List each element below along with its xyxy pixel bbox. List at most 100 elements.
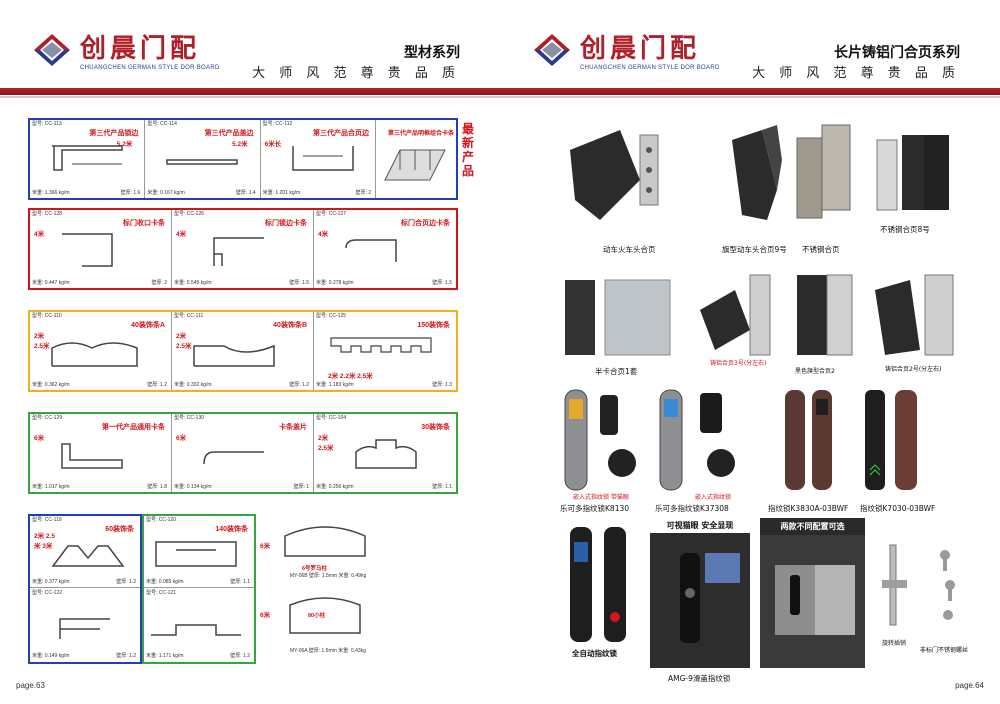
thickness: 壁厚: 1 [293,484,309,490]
brand-name-en: CHUANGCHEN GERMAN STYLE DOR BOARD [580,65,720,71]
profile-cell: 型号: CC-128 标门收口卡条 4米 米重: 0.447 kg/m 壁厚: … [30,210,172,288]
brand-name: 创晨门配 [580,34,701,64]
weight: 米重: 1.183 kg/m [316,382,354,388]
model-no: 型号: CC-121 [146,590,177,596]
length-label: 5.2米 [116,141,133,148]
product-caption: 半卡合页1套 [595,367,638,376]
product-caption: 旗型动车头合页9号 [722,245,787,254]
hinge-train-head-image [570,130,659,220]
brand-name-en: CHUANGCHEN GERMAN STYLE DOR BOARD [80,65,220,71]
profile-name: 140装饰条 [215,526,248,533]
profile-drawing [166,159,239,165]
profile-name: 6号罗马柱 [302,566,328,572]
length-label: 6米 [34,435,45,442]
thickness: 壁厚: 1.1 [230,579,250,585]
lock-caption: 指纹锁K7030-03BWF [860,504,936,513]
model-no: 型号: CC-128 [32,211,63,217]
profile-cell: 型号: CC-121 米重: 1.171 kg/m 壁厚: 1.2 [144,589,254,661]
accessory-caption: 非标门不锈钢螺丝 [920,647,969,654]
profile-drawing [284,526,366,557]
profile-cell: 型号: CC-113 第三代产品锁边 5.2米 米重: 1.366 kg/m 壁… [30,120,146,198]
thickness: 壁厚: 2 [355,190,371,196]
series-title: 型材系列 [404,45,460,61]
thickness: 壁厚: 1.5 [289,280,309,286]
profile-cell-combo: 第三代产品明框组合卡条 [376,120,456,198]
profile-3d-drawing [384,149,446,181]
thickness: 壁厚: 1.2 [289,382,309,388]
product-caption: 不锈钢合页8号 [880,225,930,234]
profile-cell: 型号: CC-104 30装饰条 2米 2.5米 米重: 0.256 kg/m … [314,414,456,492]
profile-name: 60装饰条 [105,526,134,533]
hinge-half-card-image [565,279,671,356]
weight: 米重: 1.201 kg/m [262,190,301,196]
left-page: 创晨门配 CHUANGCHEN GERMAN STYLE DOR BOARD 型… [0,33,500,690]
weight: 米重: 0.085 kg/m [146,579,184,585]
profile-drawing [51,545,125,567]
profile-drawing [330,337,432,353]
lock-k37308-image [659,389,735,491]
weight: 米重: 0.377 kg/m [32,579,70,585]
profile-name: 150装饰条 [417,322,450,329]
profile-name: 80小柱 [308,613,326,619]
product-caption: 铸铝合页3号(分左右) [710,360,767,367]
thickness: 壁厚: 1.2 [147,382,167,388]
model-no: 型号: CC-104 [316,415,347,421]
profile-cell: 6米 6号罗马柱 MY-06B 壁厚: 1.5mm 米重: 0.49kg [260,516,380,588]
profile-name: 40装饰条A [131,322,165,329]
profile-cell: 6米 80小柱 MY-06A 壁厚: 1.5mm 米重: 0.43kg [260,589,380,661]
length-label: 6米 [260,543,271,550]
model-no: 型号: CC-122 [32,590,63,596]
slide-lock-panel: 可视猫眼 安全显现 [650,518,750,668]
length-label: 4米 [34,231,45,238]
profile-cell: 型号: CC-120 140装饰条 米重: 0.085 kg/m 壁厚: 1.1 [144,516,254,588]
blue-box [28,514,142,664]
lock-note: 嵌入式指纹锁 带猫眼 [573,494,629,501]
product-caption: 不锈钢合页 [802,245,840,254]
lock-caption: 乐可多指纹锁K8130 [560,504,630,513]
logo-mark-icon [34,33,70,66]
config-lock-image [775,565,855,635]
thickness: 壁厚: 1.2 [116,653,136,659]
profile-name: 第三代产品锁边 [89,130,139,137]
profile-cell: 型号: CC-114 第三代产品盖边 5.2米 米重: 0.167 kg/m 壁… [145,120,261,198]
thickness: 壁厚: 1.8 [147,484,167,490]
profile-drawing [51,342,138,367]
hinge-cast-3-image [700,274,771,356]
length-label: 4米 [318,231,329,238]
slogan: 大 师 风 范 尊 贵 品 质 [252,66,460,81]
profile-name: 标门收口卡条 [123,220,165,227]
brand-name: 创晨门配 [80,34,201,64]
profile-cell: 型号: CC-122 米重: 0.149 kg/m 壁厚: 1.2 [30,589,140,661]
profile-drawing [151,624,241,636]
lock-caption: 指纹锁K3830A-03BWF [768,504,849,513]
header-rule [0,96,500,98]
lock-k8130-image [564,389,636,491]
profile-name: 第三代产品盖边 [204,130,254,137]
profile-drawing [289,597,361,634]
hinge-stainless-8-image [876,135,949,211]
hinge-flag-9-image [732,125,782,220]
weight: 米重: 1.017 kg/m [32,484,70,490]
profile-name: 标门锁边卡条 [265,220,307,227]
slogan: 大 师 风 范 尊 贵 品 质 [752,66,960,81]
screws-image [940,550,955,620]
profile-name: 第一代产品通用卡条 [102,424,165,431]
profile-drawing [193,344,275,367]
header-rule [500,96,1000,98]
profile-drawing [203,451,264,465]
config-panel: 两款不同配置可选 [760,518,865,668]
profile-cell: 型号: CC-125 150装饰条 2米 2.2米 2.5米 米重: 1.183… [314,312,456,390]
profile-group-3: 型号: CC-110 40装饰条A 2米 2.5米 米重: 0.362 kg/m… [28,310,458,392]
profile-group-1: 型号: CC-113 第三代产品锁边 5.2米 米重: 1.366 kg/m 壁… [28,118,458,200]
profile-drawing [291,146,354,171]
thickness: 壁厚: 1.2 [230,653,250,659]
profile-name: 40装饰条B [273,322,307,329]
auto-fingerprint-lock-image [570,527,626,642]
profile-name: 标门合页边卡条 [401,220,450,227]
profile-drawing [345,239,397,262]
thickness: 壁厚: 1.5 [432,280,452,286]
model-no: 型号: CC-112 [262,121,293,127]
weight: MY-06A 壁厚: 1.5mm 米重: 0.43kg [290,648,366,654]
hinge-cast-2-image [875,274,954,356]
green-box [142,514,256,664]
